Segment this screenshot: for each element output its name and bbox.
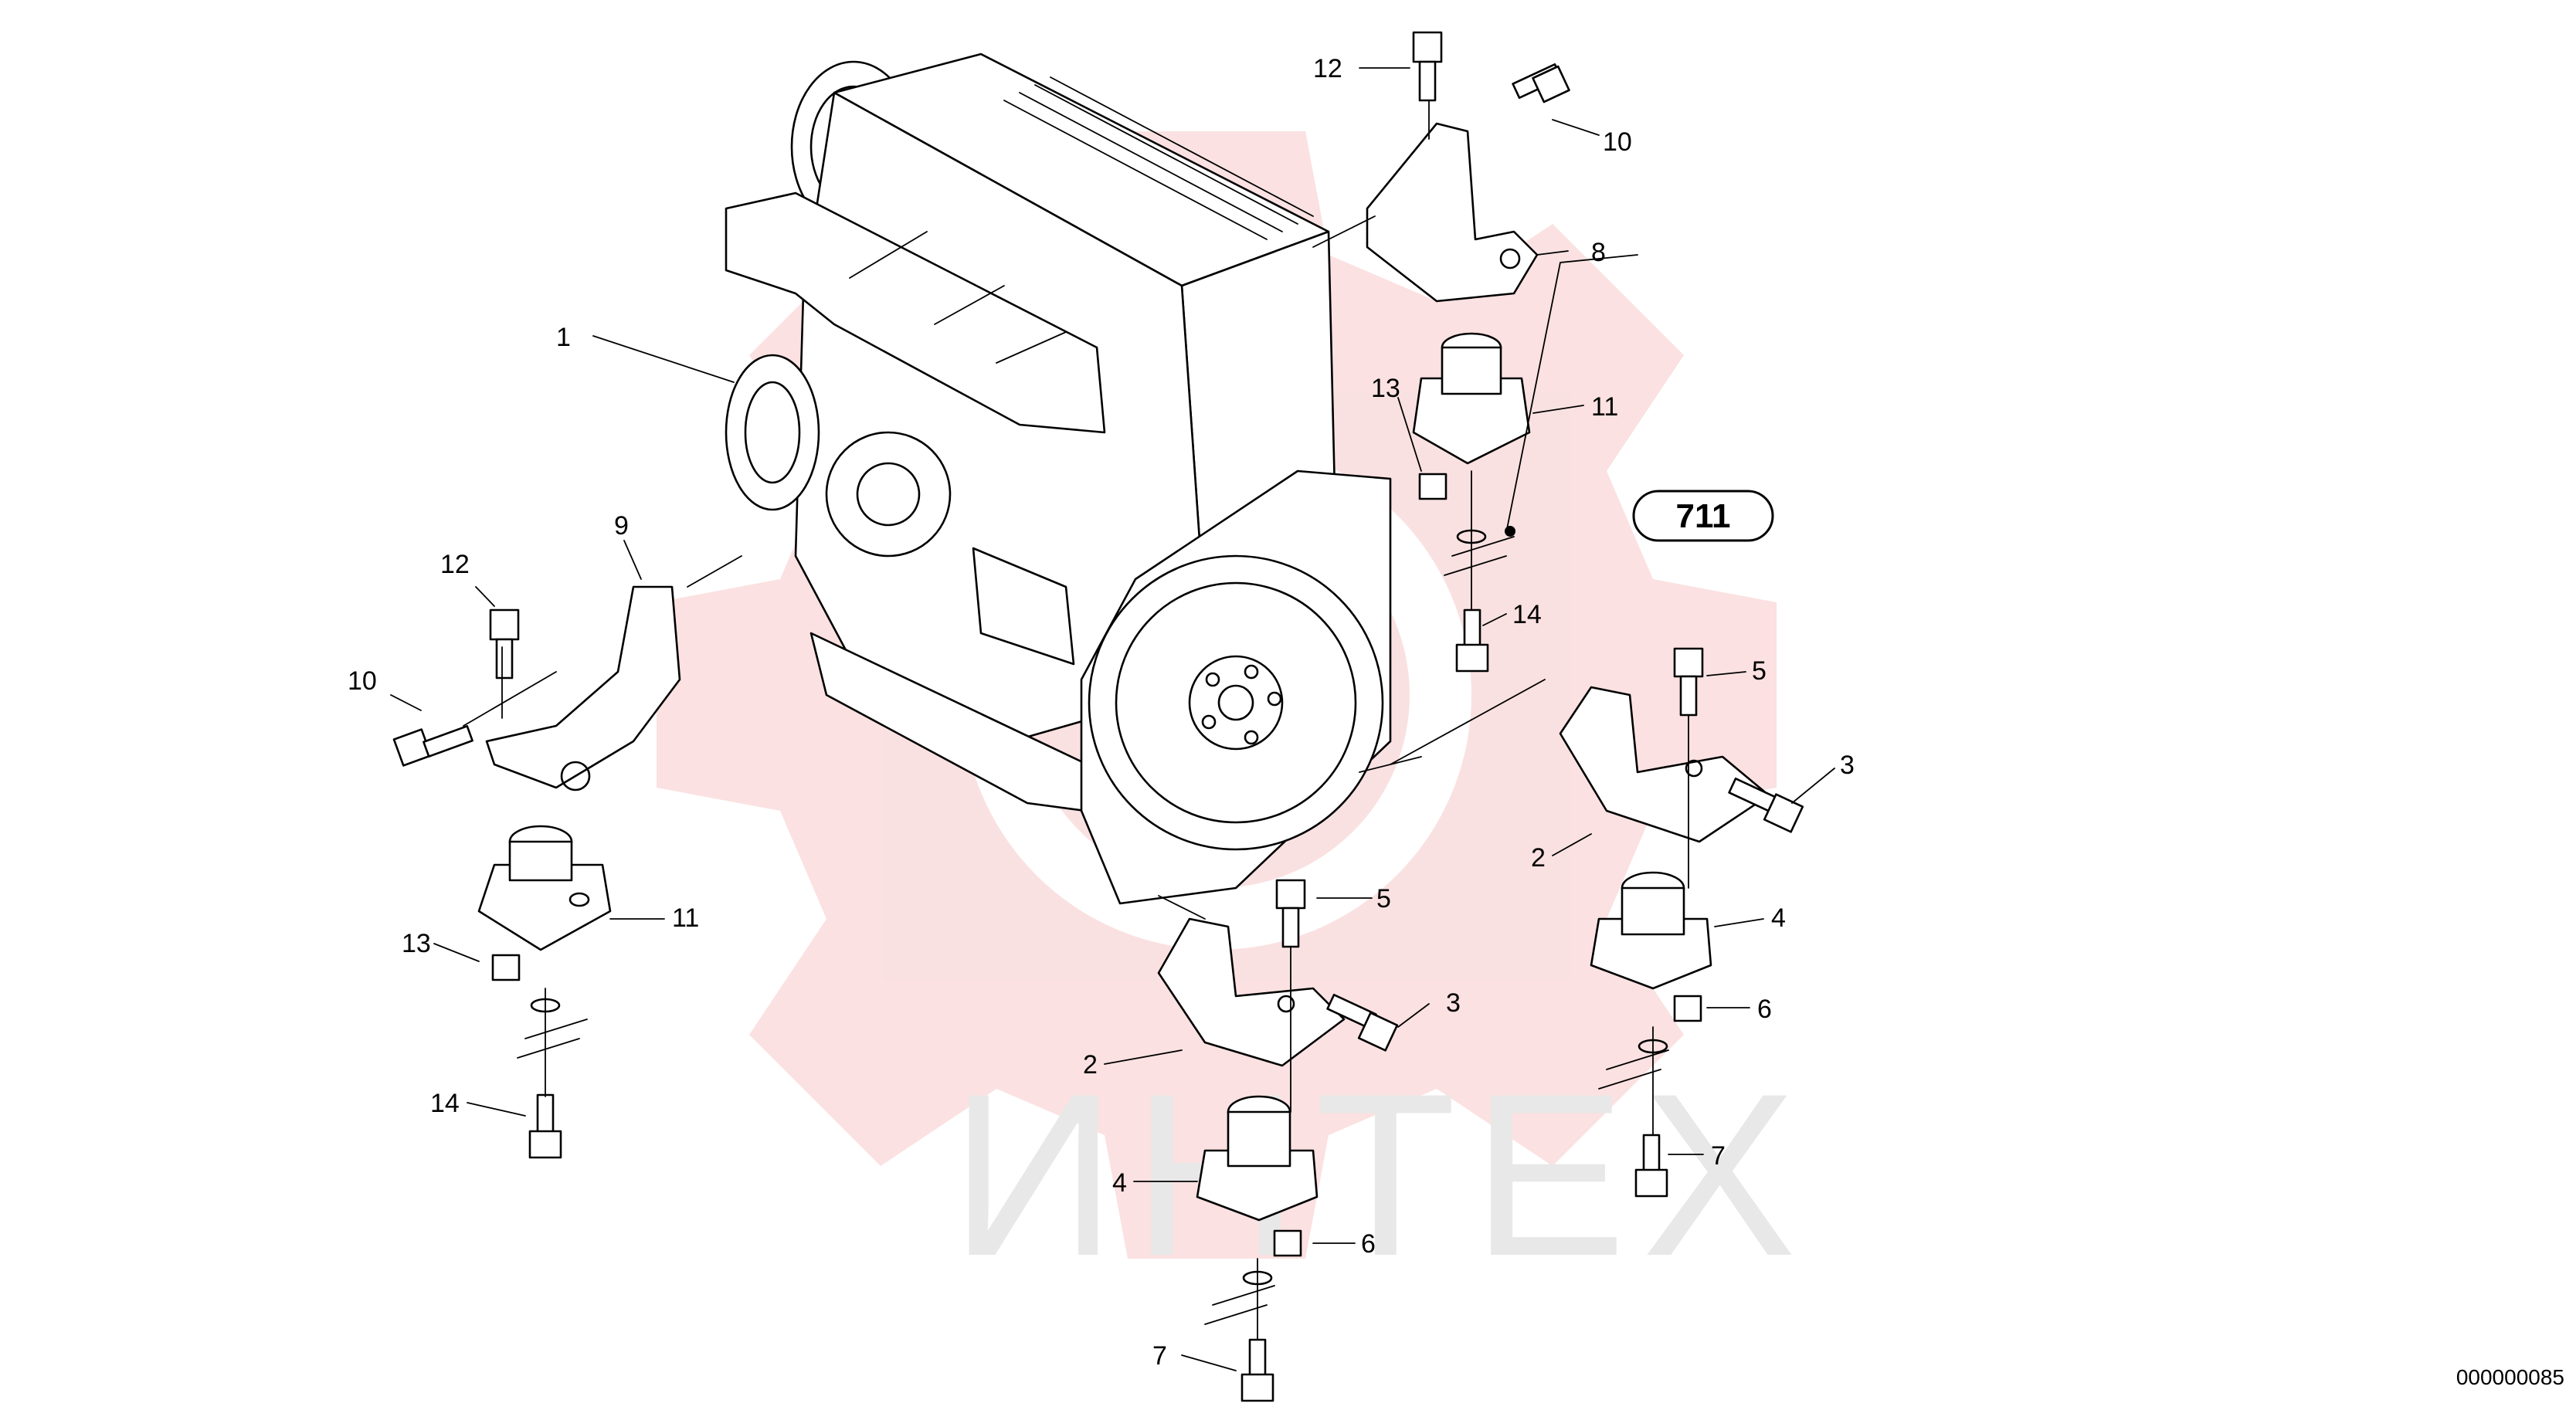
callout-14-left: 14 — [430, 1089, 460, 1118]
callout-12-left: 12 — [440, 550, 470, 579]
nut-6-bottom-icon — [1273, 1229, 1302, 1257]
bolt-14-right-icon — [1455, 608, 1489, 673]
reference-box-label: 711 — [1676, 497, 1731, 535]
callout-8: 8 — [1591, 238, 1606, 267]
bolt-7-right-icon — [1634, 1134, 1668, 1198]
callout-6-right: 6 — [1757, 995, 1772, 1024]
bolt-5-right-icon — [1673, 647, 1704, 717]
bolt-5-bottom-icon — [1275, 879, 1306, 948]
callout-13-right: 13 — [1371, 374, 1400, 403]
callout-3-right: 3 — [1840, 751, 1855, 780]
bolt-12-left-icon — [489, 608, 520, 680]
callout-4-right: 4 — [1771, 903, 1786, 933]
bolt-12-right-icon — [1412, 31, 1443, 102]
callout-leaders — [390, 67, 1835, 1371]
bolt-3-bottom-icon — [1326, 993, 1399, 1052]
left-mount-group — [392, 585, 681, 1159]
bolt-14-left-icon — [528, 1093, 562, 1159]
callout-5-right: 5 — [1752, 656, 1767, 686]
callout-13-left: 13 — [402, 929, 431, 958]
callout-11-right: 11 — [1591, 392, 1618, 422]
rubber-mount-4-bottom-icon — [1196, 1095, 1319, 1222]
callout-3-bottom: 3 — [1446, 988, 1461, 1018]
right-mount-group — [1559, 647, 1804, 1198]
nut-13-left-icon — [491, 954, 521, 981]
callout-6-bottom: 6 — [1361, 1229, 1376, 1259]
bolt-10-left-icon — [392, 725, 473, 767]
callout-11-left: 11 — [672, 903, 699, 933]
bolt-10-right-icon — [1512, 63, 1570, 103]
callout-9: 9 — [614, 511, 629, 541]
callout-2-right: 2 — [1531, 843, 1546, 873]
bottom-mount-group — [1157, 879, 1399, 1402]
nut-6-right-icon — [1673, 995, 1702, 1022]
callout-labels: 1 9 12 10 11 13 14 12 10 8 11 13 14 5 3 … — [348, 54, 1855, 1371]
watermark-text: ИНТЕХ — [950, 1045, 1812, 1304]
callout-2-bottom: 2 — [1083, 1050, 1098, 1080]
callout-7-bottom: 7 — [1152, 1341, 1167, 1371]
bolt-7-bottom-icon — [1240, 1338, 1274, 1402]
upper-right-mount-group — [1366, 31, 1570, 673]
assembly-lines — [463, 215, 1546, 920]
engine-assembly — [725, 53, 1392, 905]
callout-5-bottom: 5 — [1376, 884, 1391, 913]
rubber-mount-4-right-icon — [1590, 871, 1712, 990]
drawing-code: 000000085 — [2456, 1365, 2564, 1389]
callout-14-right: 14 — [1512, 600, 1542, 629]
callout-10-right: 10 — [1603, 127, 1632, 157]
rubber-mount-11-left-icon — [477, 825, 612, 951]
bolt-3-right-icon — [1728, 777, 1804, 833]
callout-12-right: 12 — [1313, 54, 1342, 83]
callout-1: 1 — [556, 323, 571, 352]
callout-4-bottom: 4 — [1112, 1168, 1127, 1198]
nut-13-right-icon — [1418, 473, 1448, 500]
rubber-mount-11-right-icon — [1412, 332, 1531, 465]
callout-7-right: 7 — [1711, 1141, 1726, 1171]
reference-box-711[interactable]: 711 — [1632, 490, 1774, 542]
callout-10-left: 10 — [348, 666, 377, 696]
